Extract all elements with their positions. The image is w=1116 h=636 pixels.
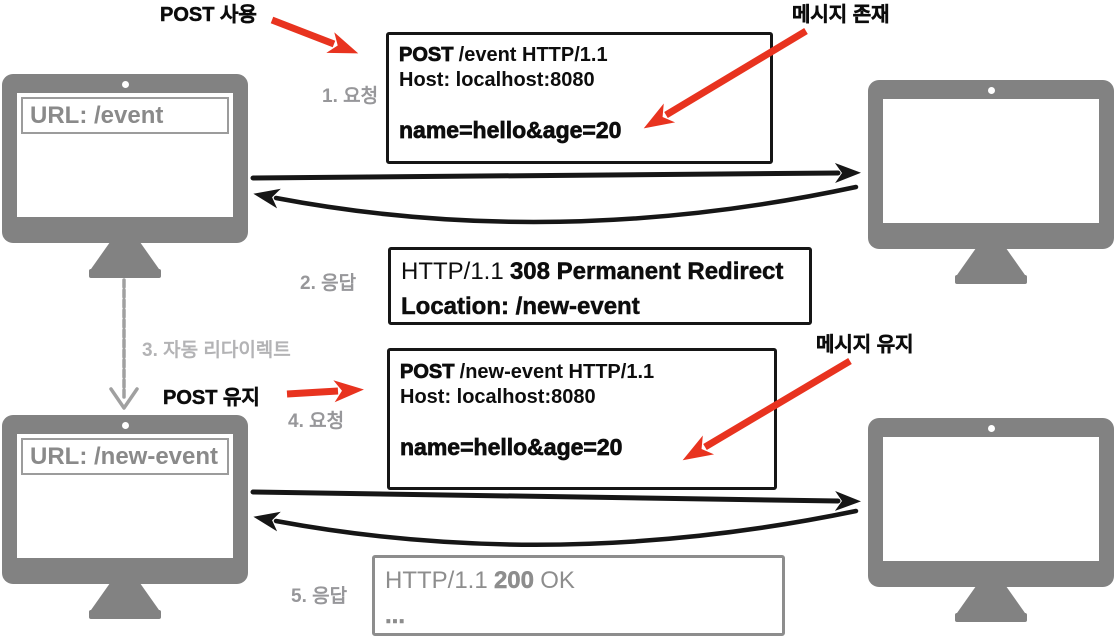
request-line: POST/new-event HTTP/1.1 [400, 360, 774, 385]
red-arrow-post-keep [286, 380, 364, 403]
monitor-bezel: URL: /event [2, 74, 248, 243]
host-header: Host: localhost:8080 [400, 386, 596, 408]
status-code: 200 [493, 567, 535, 595]
monitor-screen: URL: /event [17, 93, 233, 217]
status-text: OK [540, 567, 575, 594]
monitor-base [955, 275, 1027, 284]
monitor-bezel [868, 418, 1114, 587]
monitor-screen [883, 99, 1099, 223]
monitor-stand [957, 249, 1025, 275]
blank-line [399, 93, 770, 117]
url-bar: URL: /new-event [21, 438, 229, 475]
server-monitor-bottom [868, 418, 1114, 622]
message-body-ellipsis: ... [385, 602, 406, 630]
request-arrow-top [250, 163, 861, 184]
step-3-auto-redirect-label: 3. 자동 리다이렉트 [142, 340, 291, 361]
http-method: POST [399, 44, 454, 67]
label-post-use: POST 사용 [160, 4, 257, 27]
camera-dot-icon [988, 425, 995, 432]
http-version: HTTP/1.1 [401, 258, 504, 285]
label-message-keep: 메시지 유지 [816, 334, 914, 357]
step-5-response-label: 5. 응답 [291, 586, 348, 607]
request-target: /event HTTP/1.1 [458, 44, 608, 66]
label-post-keep: POST 유지 [163, 387, 260, 410]
message-body: name=hello&age=20 [399, 117, 622, 144]
monitor-bezel: URL: /new-event [2, 415, 248, 584]
response-arrow-top [253, 184, 859, 225]
http-method: POST [400, 361, 455, 384]
monitor-screen [883, 437, 1099, 561]
request-arrow-bottom [250, 489, 861, 511]
monitor-screen: URL: /new-event [17, 434, 233, 558]
monitor-bezel [868, 80, 1114, 249]
camera-dot-icon [122, 81, 129, 88]
blank-line [400, 410, 774, 434]
label-message-exists: 메시지 존재 [792, 4, 890, 27]
red-arrow-post-use [270, 16, 359, 54]
monitor-base [89, 610, 161, 619]
client-monitor-top: URL: /event [2, 74, 248, 278]
request1-box: POST/event HTTP/1.1 Host: localhost:8080… [386, 32, 773, 164]
request-target: /new-event HTTP/1.1 [459, 361, 655, 383]
url-text: URL: /event [30, 102, 164, 129]
url-text: URL: /new-event [30, 443, 219, 470]
request4-box: POST/new-event HTTP/1.1 Host: localhost:… [387, 348, 777, 490]
server-monitor-top [868, 80, 1114, 284]
camera-dot-icon [988, 87, 995, 94]
location-header: Location: /new-event [401, 293, 640, 321]
monitor-base [955, 613, 1027, 622]
message-body: name=hello&age=20 [400, 434, 623, 461]
status-code: 308 Permanent Redirect [509, 258, 784, 286]
response-arrow-bottom [253, 508, 859, 547]
monitor-stand [91, 584, 159, 610]
monitor-base [89, 269, 161, 278]
http-version: HTTP/1.1 [385, 567, 488, 594]
monitor-stand [91, 243, 159, 269]
url-bar: URL: /event [21, 97, 229, 134]
step-1-request-label: 1. 요청 [322, 86, 379, 107]
step-2-response-label: 2. 응답 [300, 273, 357, 294]
monitor-stand [957, 587, 1025, 613]
camera-dot-icon [122, 422, 129, 429]
client-monitor-bottom: URL: /new-event [2, 415, 248, 619]
host-header: Host: localhost:8080 [399, 69, 595, 91]
request-line: POST/event HTTP/1.1 [399, 43, 770, 68]
auto-redirect-arrowhead [109, 387, 139, 410]
step-4-request-label: 4. 요청 [288, 411, 345, 432]
